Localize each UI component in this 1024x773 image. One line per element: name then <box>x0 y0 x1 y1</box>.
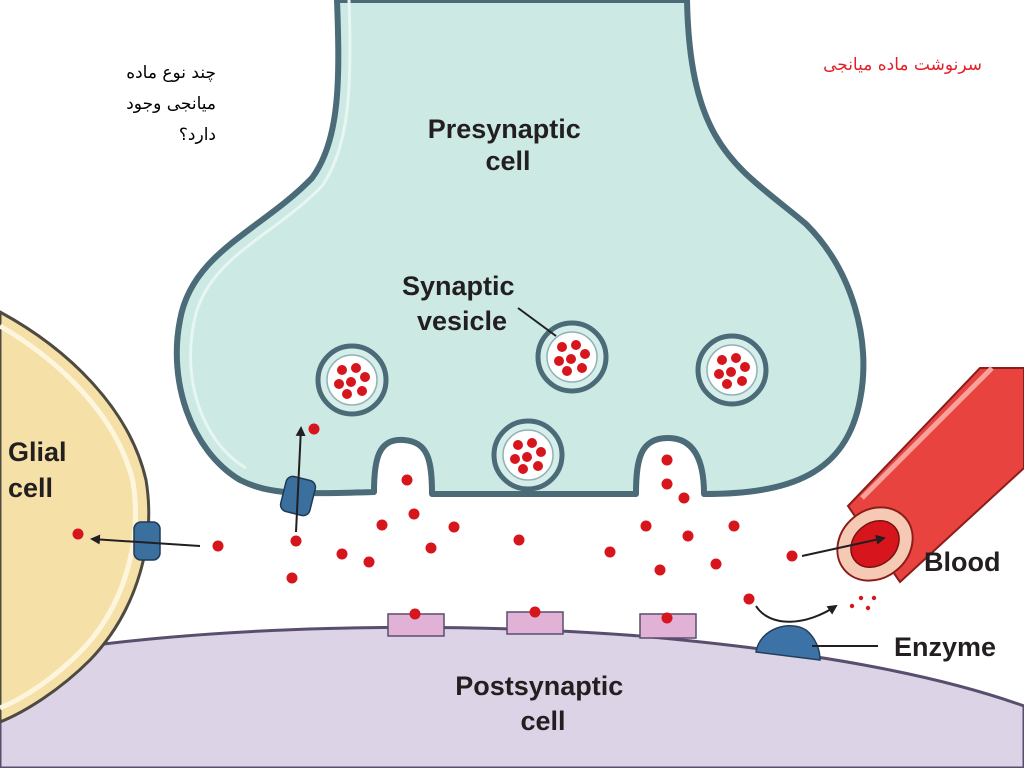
neurotransmitter-molecule <box>661 478 673 490</box>
neurotransmitter-molecule <box>401 474 413 486</box>
neurotransmitter-molecule <box>682 530 694 542</box>
neurotransmitter-in-vesicle <box>527 438 537 448</box>
neurotransmitter-in-vesicle <box>342 389 352 399</box>
neurotransmitter-in-vesicle <box>714 369 724 379</box>
neurotransmitter-molecule <box>363 556 375 568</box>
neurotransmitter-molecule <box>290 535 302 547</box>
arrows <box>90 307 886 647</box>
neurotransmitter-in-vesicle <box>554 356 564 366</box>
synaptic-vesicles <box>315 320 769 492</box>
neurotransmitter-in-vesicle <box>357 386 367 396</box>
neurotransmitter-molecule <box>376 519 388 531</box>
neurotransmitter-in-vesicle <box>337 365 347 375</box>
enzyme <box>755 625 821 661</box>
neurotransmitter-in-vesicle <box>740 362 750 372</box>
diffusion-arrow-blood <box>801 534 886 557</box>
neurotransmitter-molecule <box>308 423 320 435</box>
question-text: چند نوع ماده میانجی وجود دارد؟ <box>126 63 216 145</box>
neurotransmitter-in-vesicle <box>346 377 356 387</box>
neurotransmitter-molecule <box>640 520 652 532</box>
neurotransmitter-in-vesicle <box>536 447 546 457</box>
receptor <box>639 613 697 639</box>
neurotransmitter-molecule <box>336 548 348 560</box>
neurotransmitter-molecules <box>72 423 877 624</box>
enzyme-label: Enzyme <box>894 632 996 662</box>
synaptic-vesicle <box>491 418 565 492</box>
neurotransmitter-in-vesicle <box>533 461 543 471</box>
postsynaptic-label: Postsynaptic cell <box>455 671 631 736</box>
neurotransmitter-in-vesicle <box>513 440 523 450</box>
neurotransmitter-molecule <box>409 608 421 620</box>
neurotransmitter-in-vesicle <box>726 367 736 377</box>
neurotransmitter-in-vesicle <box>351 363 361 373</box>
neurotransmitter-molecule <box>408 508 420 520</box>
neurotransmitter-molecule <box>661 454 673 466</box>
neurotransmitter-molecule <box>728 520 740 532</box>
neurotransmitter-in-vesicle <box>557 342 567 352</box>
neurotransmitter-molecule <box>654 564 666 576</box>
neurotransmitter-in-vesicle <box>566 354 576 364</box>
receptors <box>387 611 697 639</box>
vesicle-pointer-line <box>517 307 557 337</box>
degraded-fragment <box>849 603 855 609</box>
degraded-fragment <box>858 595 864 601</box>
reuptake-arrow-glial <box>90 534 201 547</box>
neurotransmitter-molecule <box>786 550 798 562</box>
slide-title: سرنوشت ماده میانجی <box>823 55 982 75</box>
neurotransmitter-molecule <box>710 558 722 570</box>
neurotransmitter-in-vesicle <box>334 379 344 389</box>
neurotransmitter-molecule <box>604 546 616 558</box>
neurotransmitter-molecule <box>448 521 460 533</box>
neurotransmitter-molecule <box>425 542 437 554</box>
blood-vessel <box>836 366 1024 584</box>
neurotransmitter-in-vesicle <box>571 340 581 350</box>
reuptake-arrow-presynaptic <box>295 426 306 533</box>
neurotransmitter-in-vesicle <box>518 464 528 474</box>
neurotransmitter-molecule <box>743 593 755 605</box>
neurotransmitter-in-vesicle <box>717 355 727 365</box>
neurotransmitter-in-vesicle <box>580 349 590 359</box>
neurotransmitter-in-vesicle <box>731 353 741 363</box>
neurotransmitter-in-vesicle <box>562 366 572 376</box>
presynaptic-label: Presynaptic cell <box>428 114 589 176</box>
neurotransmitter-in-vesicle <box>722 379 732 389</box>
neurotransmitter-in-vesicle <box>577 363 587 373</box>
neurotransmitter-in-vesicle <box>737 376 747 386</box>
presynaptic-membrane-highlight <box>189 0 352 470</box>
neurotransmitter-molecule <box>678 492 690 504</box>
neurotransmitter-molecule <box>529 606 541 618</box>
synaptic-vesicle <box>535 320 609 394</box>
postsynaptic-cell <box>0 625 1024 770</box>
neurotransmitter-molecule <box>513 534 525 546</box>
neurotransmitter-in-vesicle <box>510 454 520 464</box>
degraded-fragment <box>865 605 871 611</box>
neurotransmitter-molecule <box>286 572 298 584</box>
neurotransmitter-molecule <box>661 612 673 624</box>
neurotransmitter-in-vesicle <box>522 452 532 462</box>
neurotransmitter-molecule <box>72 528 84 540</box>
synaptic-vesicle-label: Synaptic vesicle <box>402 271 522 336</box>
degraded-fragment <box>871 595 877 601</box>
degradation-arrow-enzyme <box>755 604 838 623</box>
blood-label: Blood <box>924 547 1000 577</box>
neurotransmitter-in-vesicle <box>360 372 370 382</box>
glial-cell-outline-inner <box>0 323 138 711</box>
glial-cell-label: Glial cell <box>8 437 74 503</box>
transporters <box>133 475 317 561</box>
synaptic-vesicle <box>695 333 769 407</box>
synaptic-vesicle <box>315 343 389 417</box>
neurotransmitter-molecule <box>212 540 224 552</box>
